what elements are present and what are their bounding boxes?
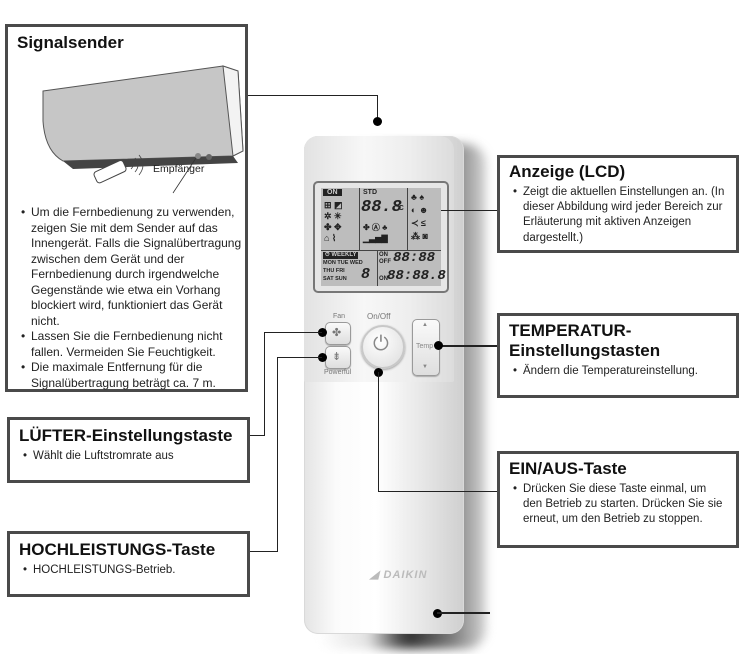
receiver-label: Empfänger bbox=[153, 163, 205, 175]
remote-mini-icon bbox=[93, 159, 127, 184]
callout-title: Signalsender bbox=[17, 33, 124, 52]
temp-down-icon[interactable]: ▼ bbox=[422, 364, 428, 370]
lcd-weekly-label: WEEKLY bbox=[331, 252, 357, 258]
bullet: Zeigt die aktuellen Einstellungen an. (I… bbox=[513, 185, 727, 246]
indoor-unit-illustration bbox=[42, 65, 244, 194]
onoff-button[interactable]: ⏻ bbox=[361, 325, 405, 369]
connector-powerful bbox=[277, 357, 278, 552]
connector-dot bbox=[318, 328, 327, 337]
callout-powerful: HOCHLEISTUNGS-Taste HOCHLEISTUNGS-Betrie… bbox=[7, 531, 250, 597]
connector-dot bbox=[434, 341, 443, 350]
lcd-divider bbox=[321, 250, 441, 251]
connector-onoff bbox=[378, 491, 497, 492]
connector-signal bbox=[248, 95, 378, 96]
callout-lcd: Anzeige (LCD) Zeigt die aktuellen Einste… bbox=[497, 155, 739, 253]
powerful-label: Powerful bbox=[324, 369, 352, 376]
lcd-divider bbox=[377, 250, 378, 286]
lcd-temp-digits: 88.8 bbox=[361, 198, 402, 217]
lcd-std: STD bbox=[363, 189, 377, 196]
lcd-timer-2: 88:88.8 bbox=[387, 268, 446, 284]
connector-onoff bbox=[378, 372, 379, 492]
lcd-timer-1: 88:88 bbox=[393, 250, 436, 266]
callout-title: TEMPERATUR-Einstellungstasten bbox=[509, 321, 661, 360]
lcd-display: ON STD 88.8 °C ⊞ ◩✲ ✳✤ ✥⌂ ⌇ ✤ Ⓐ ♣▁▃▅▇ ♣ … bbox=[321, 188, 446, 286]
callout-fan: LÜFTER-Einstellungstaste Wählt die Lufts… bbox=[7, 417, 250, 483]
lcd-right-icons: ♣ ♠◐ ☻≺ ≤⁂ ◙ bbox=[411, 192, 429, 241]
lcd-weekly: ⏱ WEEKLY bbox=[323, 252, 359, 259]
fan-button[interactable]: ✤ bbox=[325, 322, 351, 345]
connector-lcd bbox=[441, 210, 497, 211]
lcd-days-3: SAT SUN bbox=[323, 276, 347, 282]
connector-powerful bbox=[250, 551, 278, 552]
bullet: Wählt die Luftstromrate aus bbox=[23, 449, 238, 464]
fan-icon: ✤ bbox=[332, 327, 342, 339]
lcd-fan-icons: ✤ Ⓐ ♣▁▃▅▇ bbox=[363, 223, 388, 243]
bullet: HOCHLEISTUNGS-Betrieb. bbox=[23, 563, 238, 578]
lcd-divider bbox=[359, 188, 360, 250]
lcd-frame: ON STD 88.8 °C ⊞ ◩✲ ✳✤ ✥⌂ ⌇ ✤ Ⓐ ♣▁▃▅▇ ♣ … bbox=[313, 181, 449, 293]
callout-title: HOCHLEISTUNGS-Taste bbox=[19, 540, 216, 559]
powerful-button[interactable]: ⇟ bbox=[325, 346, 351, 369]
callout-onoff: EIN/AUS-Taste Drücken Sie diese Taste ei… bbox=[497, 451, 739, 548]
connector-powerful bbox=[277, 357, 322, 358]
temp-label: Temp bbox=[416, 343, 434, 350]
connector-dot bbox=[373, 117, 382, 126]
fan-label: Fan bbox=[333, 313, 346, 320]
remote-top-panel: ON STD 88.8 °C ⊞ ◩✲ ✳✤ ✥⌂ ⌇ ✤ Ⓐ ♣▁▃▅▇ ♣ … bbox=[304, 136, 454, 382]
brand-name: DAIKIN bbox=[383, 569, 428, 581]
lcd-timer-on: ON bbox=[379, 252, 388, 258]
connector-temp bbox=[440, 345, 497, 347]
callout-temp: TEMPERATUR-Einstellungstasten Ändern die… bbox=[497, 313, 739, 398]
callout-signal: Signalsender Empfänger Um die Fernbedien… bbox=[5, 24, 248, 392]
lcd-on-indicator: ON bbox=[323, 189, 342, 196]
temp-up-icon[interactable]: ▲ bbox=[422, 322, 428, 328]
lcd-timer-off: OFF bbox=[379, 259, 391, 265]
callout-title: Anzeige (LCD) bbox=[509, 162, 626, 181]
connector-fan bbox=[250, 435, 265, 436]
lcd-days-1: MON TUE WED bbox=[323, 260, 363, 266]
lcd-temp-unit: °C bbox=[396, 205, 404, 212]
connector-dot bbox=[318, 353, 327, 362]
bullet: Um die Fernbedienung zu verwenden, zeige… bbox=[21, 205, 251, 329]
powerful-icon: ⇟ bbox=[332, 351, 342, 363]
bullet: Lassen Sie die Fernbedienung nicht falle… bbox=[21, 329, 251, 360]
lcd-mode-icons: ⊞ ◩✲ ✳✤ ✥⌂ ⌇ bbox=[324, 200, 343, 243]
bullet: Drücken Sie diese Taste einmal, um den B… bbox=[513, 482, 723, 528]
connector-signal bbox=[377, 95, 378, 120]
lcd-day-digit: 8 bbox=[361, 266, 371, 283]
connector-bottom bbox=[437, 612, 490, 614]
lcd-divider bbox=[407, 188, 408, 250]
bullet: Ändern die Temperatureinstellung. bbox=[513, 364, 727, 379]
remote-control: ON STD 88.8 °C ⊞ ◩✲ ✳✤ ✥⌂ ⌇ ✤ Ⓐ ♣▁▃▅▇ ♣ … bbox=[304, 136, 464, 634]
callout-title: LÜFTER-Einstellungstaste bbox=[19, 426, 233, 445]
daikin-logo: ◢ DAIKIN bbox=[370, 569, 428, 581]
callout-title: EIN/AUS-Taste bbox=[509, 459, 627, 478]
power-icon: ⏻ bbox=[373, 333, 389, 355]
onoff-label: On/Off bbox=[367, 312, 391, 321]
lcd-days-2: THU FRI bbox=[323, 268, 345, 274]
lcd-timer2-on: ON bbox=[379, 276, 388, 282]
connector-fan bbox=[264, 332, 322, 333]
bullet: Die maximale Entfernung für die Signalüb… bbox=[21, 360, 251, 391]
connector-fan bbox=[264, 332, 265, 436]
